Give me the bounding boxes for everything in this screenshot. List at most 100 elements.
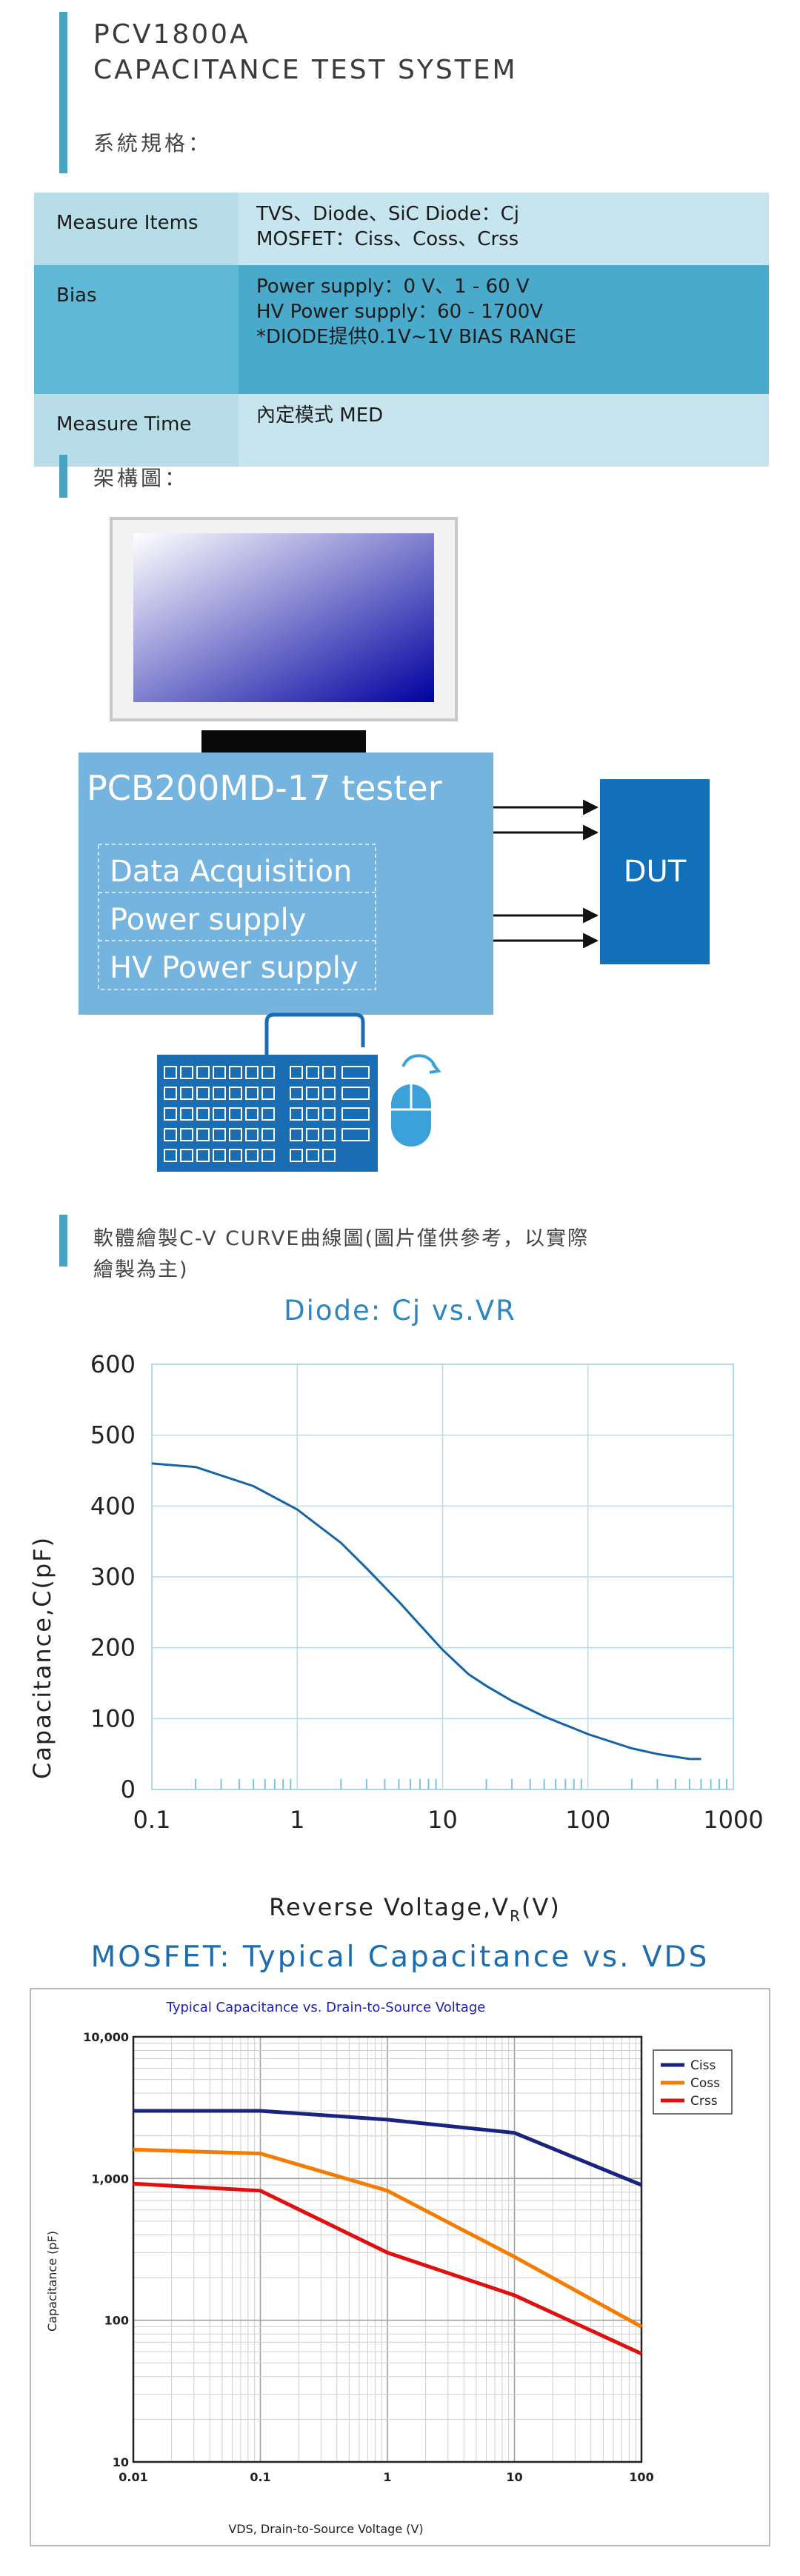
spec-value-line: 內定模式 MED — [256, 404, 384, 427]
keyboard-key — [196, 1066, 210, 1079]
product-name: CAPACITANCE TEST SYSTEM — [93, 55, 518, 85]
keyboard-key — [341, 1128, 370, 1141]
architecture-accent-bar — [59, 455, 67, 498]
keyboard-key — [322, 1107, 336, 1121]
keyboard-key — [180, 1087, 193, 1100]
spec-label: 系統規格： — [93, 131, 213, 156]
mosfet-series-crss — [133, 2181, 643, 2356]
keyboard-key — [180, 1128, 193, 1141]
cv-label-line1: 軟體繪製C-V CURVE曲線圖(圖片僅供參考，以實際 — [93, 1227, 590, 1250]
keyboard-key — [261, 1087, 275, 1100]
spec-key: Measure Items — [34, 193, 239, 265]
keyboard-key — [213, 1087, 226, 1100]
keyboard-key — [261, 1107, 275, 1121]
mosfet-plot-frame — [132, 2035, 643, 2463]
spec-value-line: TVS、Diode、SiC Diode：Cj — [256, 203, 519, 225]
mosfet-x-tick-label: 10 — [506, 2470, 522, 2484]
diode-y-axis-label: Capacitance,C(pF) — [28, 1536, 56, 1779]
module-hv-power-supply: HV Power supply — [110, 951, 359, 985]
keyboard-key — [341, 1107, 370, 1121]
spec-value: 內定模式 MED — [239, 394, 769, 467]
spec-row-bias: Bias Power supply：0 V、1 - 60 V HV Power … — [34, 265, 769, 394]
spec-table: Measure Items TVS、Diode、SiC Diode：Cj MOS… — [34, 193, 769, 467]
keyboard-key — [229, 1107, 242, 1121]
mosfet-series-coss — [133, 2147, 643, 2329]
keyboard-key — [229, 1149, 242, 1162]
keyboard-key — [245, 1087, 259, 1100]
spec-key: Bias — [34, 265, 239, 394]
architecture-diagram: PCB200MD-17 tester Data Acquisition Powe… — [79, 517, 710, 1172]
mosfet-x-axis-label: VDS, Drain-to-Source Voltage (V) — [228, 2522, 423, 2536]
keyboard-key — [290, 1149, 303, 1162]
keyboard-key — [180, 1107, 193, 1121]
keyboard-key — [341, 1087, 370, 1100]
keyboard-key — [322, 1066, 336, 1079]
signal-arrows — [493, 799, 599, 949]
diode-x-tick-label: 1 — [290, 1806, 304, 1834]
spec-value-line: *DIODE提供0.1V~1V BIAS RANGE — [256, 326, 576, 348]
mosfet-series-ciss — [133, 2109, 642, 2187]
module-data-acquisition: Data Acquisition — [110, 855, 352, 889]
diode-x-axis-label: Reverse Voltage,VR(V) — [269, 1893, 561, 1925]
mosfet-x-tick-label: 0.1 — [250, 2470, 270, 2484]
keyboard-key — [290, 1128, 303, 1141]
diode-y-tick-label: 200 — [90, 1634, 136, 1662]
keyboard-key — [196, 1107, 210, 1121]
mosfet-inner-title: Typical Capacitance vs. Drain-to-Source … — [166, 2000, 486, 2015]
dut-box: DUT — [600, 779, 710, 964]
mosfet-y-tick-label: 10,000 — [83, 2030, 129, 2044]
diode-y-tick-label: 0 — [121, 1775, 136, 1803]
keyboard-key — [164, 1066, 177, 1079]
mosfet-chart-title: MOSFET: Typical Capacitance vs. VDS — [90, 1941, 710, 1974]
keyboard-key — [213, 1128, 226, 1141]
keyboard-key — [290, 1087, 303, 1100]
keyboard-key — [213, 1149, 226, 1162]
spec-value-line: HV Power supply：60 - 1700V — [256, 301, 544, 323]
keyboard-key — [213, 1066, 226, 1079]
keyboard-key — [229, 1066, 242, 1079]
mosfet-legend-label: Ciss — [690, 2058, 716, 2073]
diode-series-line — [151, 1462, 701, 1761]
keyboard-key — [229, 1087, 242, 1100]
mosfet-y-tick-label: 100 — [104, 2314, 129, 2328]
diode-x-tick-label: 100 — [565, 1806, 610, 1834]
cv-accent-bar — [59, 1215, 67, 1267]
diode-x-tick-label: 1000 — [703, 1806, 763, 1834]
diode-x-tick-label: 0.1 — [133, 1806, 171, 1834]
mosfet-legend-label: Crss — [690, 2094, 718, 2109]
keyboard-key — [196, 1128, 210, 1141]
dut-label: DUT — [624, 855, 687, 889]
keyboard-key — [290, 1066, 303, 1079]
diode-y-tick-label: 600 — [90, 1350, 136, 1378]
keyboard-key — [306, 1066, 319, 1079]
diode-chart-title: Diode: Cj vs.VR — [284, 1295, 516, 1327]
keyboard-key — [180, 1066, 193, 1079]
keyboard-key — [180, 1149, 193, 1162]
keyboard-key — [306, 1087, 319, 1100]
tester-box: PCB200MD-17 tester Data Acquisition Powe… — [79, 753, 493, 1015]
cv-label-line2: 繪製為主) — [93, 1258, 189, 1281]
diode-y-tick-label: 500 — [90, 1421, 136, 1449]
keyboard-key — [322, 1087, 336, 1100]
mosfet-x-tick-label: 0.01 — [119, 2470, 147, 2484]
tester-title: PCB200MD-17 tester — [87, 768, 442, 808]
keyboard-key — [322, 1149, 336, 1162]
spec-value: TVS、Diode、SiC Diode：Cj MOSFET：Ciss、Coss、… — [239, 193, 769, 265]
mosfet-x-tick-label: 1 — [383, 2470, 391, 2484]
keyboard-key — [164, 1128, 177, 1141]
diode-x-tick-label: 10 — [427, 1806, 458, 1834]
keyboard-key — [196, 1087, 210, 1100]
keyboard-key — [245, 1066, 259, 1079]
product-model: PCV1800A — [93, 19, 250, 50]
spec-value-line: Power supply：0 V、1 - 60 V — [256, 276, 530, 298]
architecture-label: 架構圖： — [93, 466, 189, 490]
spec-key: Measure Time — [34, 394, 239, 467]
diode-y-tick-label: 300 — [90, 1563, 136, 1591]
keyboard-key — [164, 1149, 177, 1162]
mosfet-legend-label: Coss — [690, 2076, 720, 2091]
keyboard-key — [213, 1107, 226, 1121]
title-accent-bar — [59, 12, 67, 173]
spec-value: Power supply：0 V、1 - 60 V HV Power suppl… — [239, 265, 769, 394]
keyboard-key — [306, 1107, 319, 1121]
